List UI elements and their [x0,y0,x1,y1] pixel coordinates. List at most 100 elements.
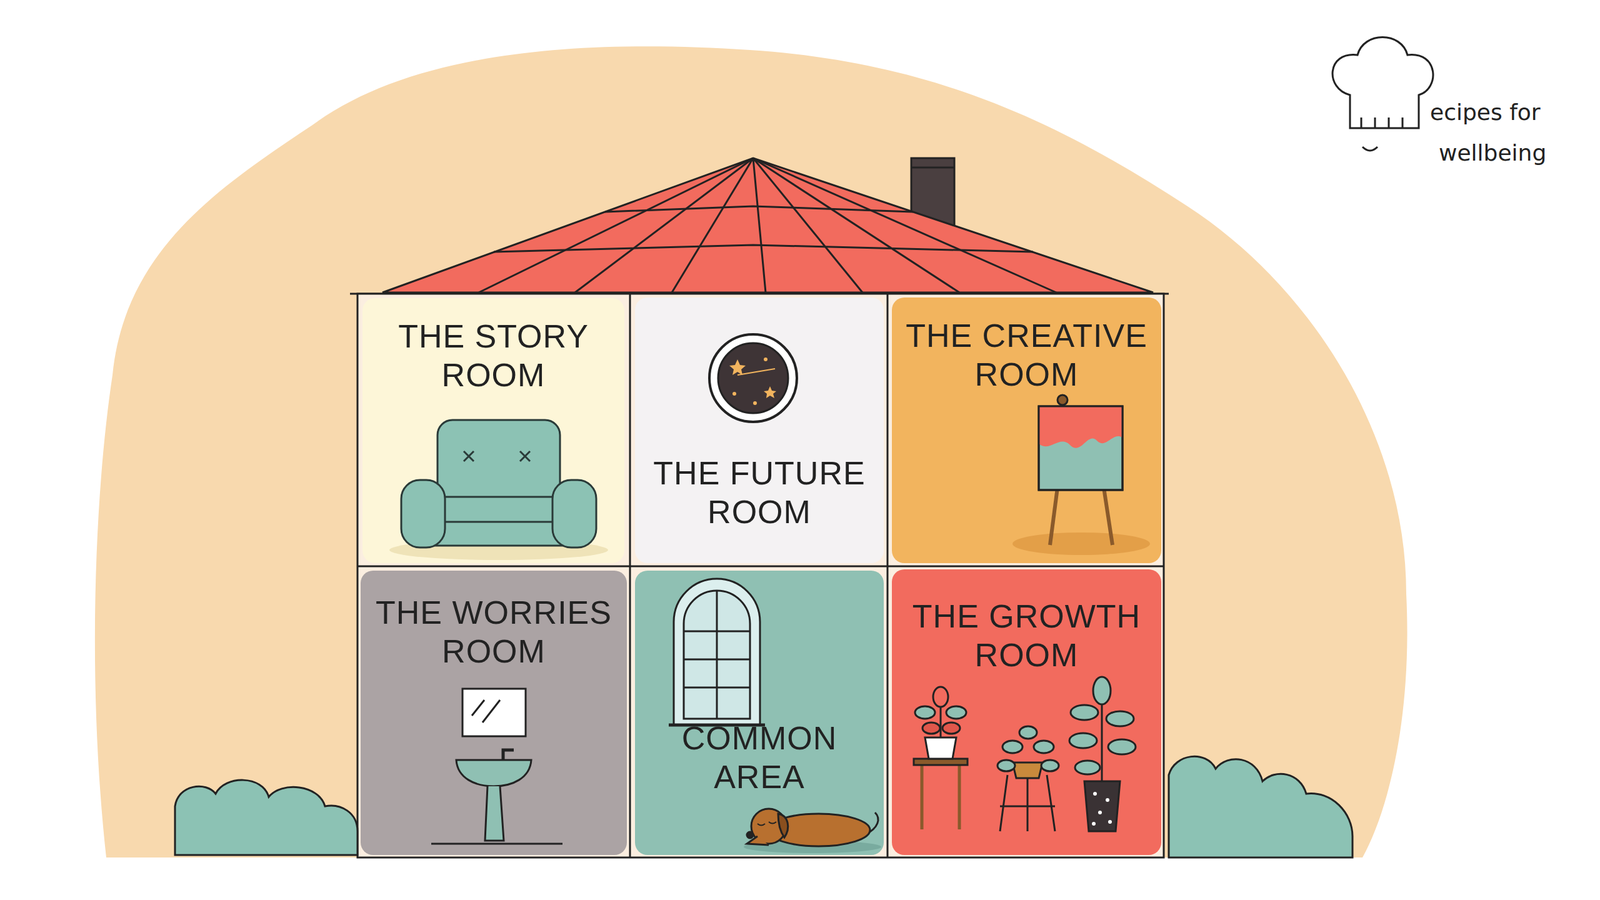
plants [915,706,935,719]
sink-and-mirror [462,688,526,737]
sink-and-mirror [471,700,500,723]
plants [1069,733,1097,749]
sleeping-dog [757,821,777,826]
plants [1000,805,1055,808]
easel [1012,395,1150,555]
logo-text: ecipes for [1430,100,1541,125]
plants [997,760,1015,772]
roof [478,158,754,293]
easel [1038,406,1123,490]
plants [1098,810,1102,815]
plants [1033,740,1054,754]
logo-hat [1362,146,1378,151]
plants [1019,726,1037,739]
room-fills [362,298,625,564]
sink-and-mirror [431,843,563,845]
sleeping-dog [767,813,870,847]
plants [1075,760,1100,775]
house-walls [357,293,1164,858]
porthole-window [709,334,797,422]
roof [671,158,754,293]
plants [1041,760,1059,772]
sink-and-mirror [456,760,532,787]
plants [1091,821,1096,826]
room-fills [635,297,884,564]
plants [1093,791,1097,796]
easel [1038,406,1123,490]
armchair [552,480,597,548]
room-title: THE FUTURE ROOM [640,453,879,532]
arched-window [683,658,750,661]
armchair [463,451,530,462]
house-walls [357,293,1164,858]
porthole-window [709,334,797,422]
arched-window [683,686,750,689]
background-blob [95,46,1408,858]
porthole-window [732,391,737,396]
armchair [437,420,560,502]
porthole-window [718,343,789,414]
plants [1012,762,1043,779]
arched-window [673,578,760,725]
armchair [389,420,609,560]
plants [946,706,967,719]
plants [1108,739,1136,755]
room-box: THE STORY ROOM [362,298,625,564]
plants [922,722,940,734]
roof [605,206,914,212]
porthole-window [737,368,775,375]
plants [1000,775,1055,832]
roof [493,245,1034,252]
house-walls [886,293,889,858]
sink-and-mirror [503,750,514,760]
roof [753,158,766,293]
room-box: COMMON AREA [635,570,884,855]
easel [1050,487,1058,545]
easel [1038,406,1123,449]
plants [913,676,1136,832]
room-fills [891,297,1162,564]
bushes [1168,756,1353,858]
roof [575,158,754,293]
room-box: THE CREATIVE ROOM [891,297,1162,564]
house-walls [357,565,1164,568]
plants [933,686,949,707]
porthole-window [763,357,768,362]
roof [753,158,960,293]
room-box: THE GROWTH ROOM [891,569,1162,855]
plants [925,737,957,759]
easel [1057,395,1068,405]
sleeping-dog [746,831,754,839]
plants [942,722,960,734]
plants [1105,798,1110,802]
porthole-window [763,386,777,399]
roof [350,158,1169,294]
bushes [175,780,358,855]
plants [1084,781,1120,832]
logo-hat [1361,117,1403,129]
room-title: THE CREATIVE ROOM [898,316,1155,395]
armchair [430,496,568,546]
roof [382,158,1154,293]
plants [921,762,960,830]
sink-and-mirror [431,688,563,844]
porthole-window [753,401,757,405]
plants [940,706,942,738]
sink-and-mirror [485,786,504,841]
logo-hat [1332,37,1434,129]
room-fills [635,570,884,855]
plants [1101,693,1104,782]
room-title: THE WORRIES ROOM [368,593,619,672]
arched-window [683,590,750,719]
porthole-window [729,359,746,375]
plants [1093,676,1111,705]
room-title: COMMON AREA [665,718,854,797]
roof [753,158,1057,293]
arched-window [668,578,765,725]
room-fills [360,297,1162,855]
plants [1106,711,1134,727]
easel [1012,532,1150,555]
room-title: THE GROWTH ROOM [901,596,1152,675]
logo-text: wellbeing [1438,140,1547,166]
